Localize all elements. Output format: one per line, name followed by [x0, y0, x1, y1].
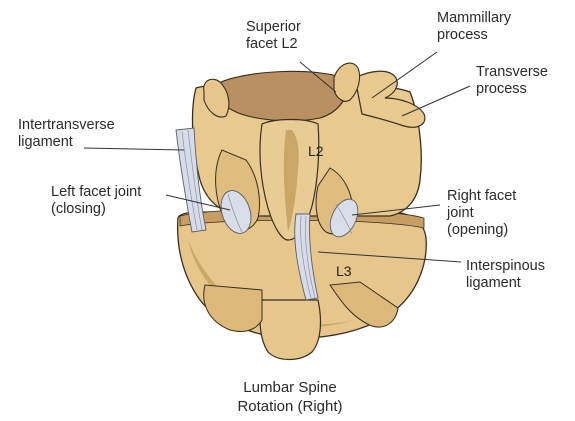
vertebra-l3-label: L3 — [336, 263, 352, 279]
label-transverse-line1: Transverse — [476, 64, 548, 81]
label-intertransverse-line1: Intertransverse — [18, 117, 115, 134]
label-superior-facet: Superior facet L2 — [246, 19, 301, 53]
caption-line2: Rotation (Right) — [200, 397, 380, 416]
label-interspinous-ligament: Interspinous ligament — [466, 258, 545, 292]
label-transverse-process: Transverse process — [476, 64, 548, 98]
label-superior-facet-line2: facet L2 — [246, 36, 301, 53]
vertebra-l2-label: L2 — [308, 143, 324, 159]
caption-line1: Lumbar Spine — [200, 378, 380, 397]
label-interspinous-line2: ligament — [466, 275, 545, 292]
figure-caption: Lumbar Spine Rotation (Right) — [200, 378, 380, 416]
label-mammillary-process: Mammillary process — [437, 10, 511, 44]
label-mammillary-line1: Mammillary — [437, 10, 511, 27]
label-left-facet-joint: Left facet joint (closing) — [51, 184, 141, 218]
label-superior-facet-line1: Superior — [246, 19, 301, 36]
label-interspinous-line1: Interspinous — [466, 258, 545, 275]
label-intertransverse-line2: ligament — [18, 134, 115, 151]
label-right-facet-line3: (opening) — [447, 222, 516, 239]
label-intertransverse-ligament: Intertransverse ligament — [18, 117, 115, 151]
label-left-facet-line2: (closing) — [51, 201, 141, 218]
label-mammillary-line2: process — [437, 27, 511, 44]
l3-spinous-process — [260, 300, 320, 360]
label-right-facet-joint: Right facet joint (opening) — [447, 188, 516, 239]
l3-lamina-left — [204, 285, 262, 332]
label-right-facet-line1: Right facet — [447, 188, 516, 205]
label-right-facet-line2: joint — [447, 205, 516, 222]
label-left-facet-line1: Left facet joint — [51, 184, 141, 201]
label-transverse-line2: process — [476, 81, 548, 98]
